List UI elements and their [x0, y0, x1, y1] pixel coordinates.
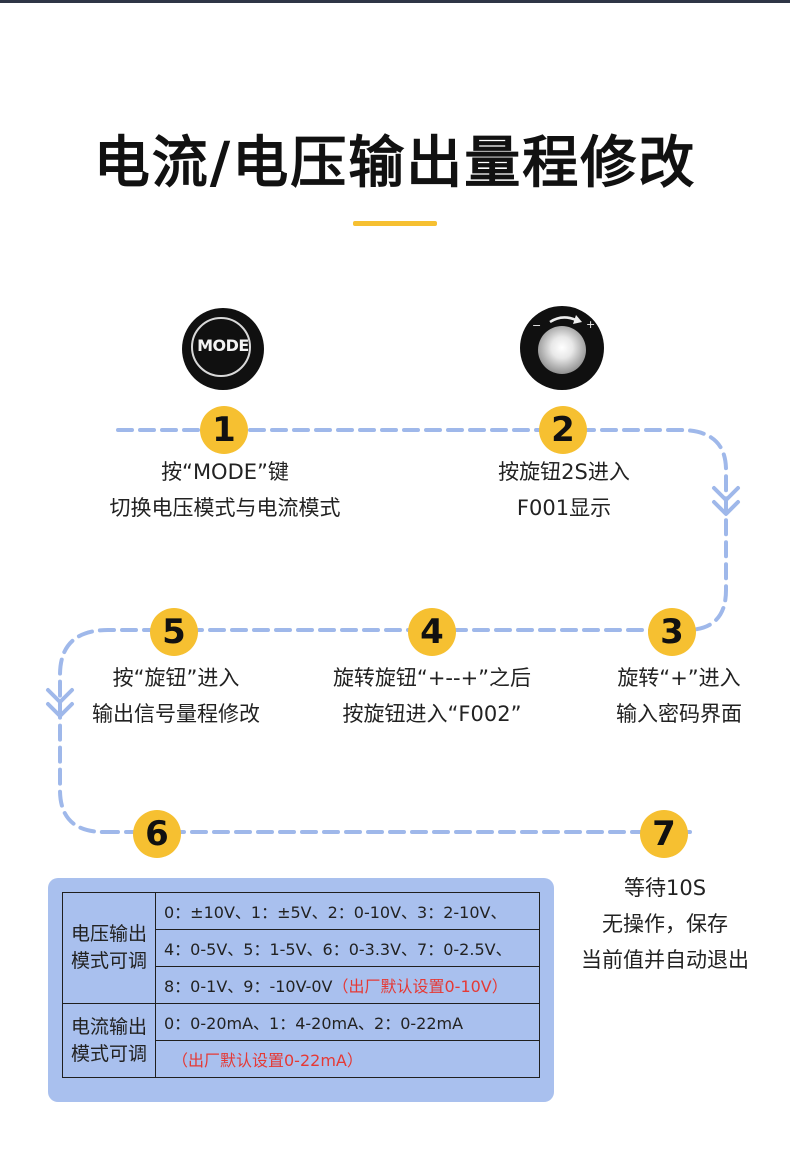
mode-ring — [191, 317, 251, 377]
step-1-text: 按“MODE”键 切换电压模式与电流模式 — [75, 454, 375, 526]
current-mode-label: 电流输出 模式可调 — [62, 1003, 156, 1078]
step-7-line-1: 等待10S — [623, 876, 707, 900]
step-2-line-1: 按旋钮2S进入 — [498, 460, 630, 484]
step-3-line-1: 旋转“+”进入 — [617, 666, 741, 690]
step-2-line-2: F001显示 — [516, 496, 612, 520]
mode-table: 电压输出 模式可调 0：±10V、1：±5V、2：0-10V、3：2-10V、 … — [62, 892, 540, 1078]
knob-plus-label: + — [586, 318, 596, 331]
rotate-arrow-icon — [549, 315, 582, 324]
step-5-line-1: 按“旋钮”进入 — [112, 666, 240, 690]
step-3-text: 旋转“+”进入 输入密码界面 — [588, 660, 770, 732]
step-badge-5: 5 — [150, 608, 198, 656]
table-row: 4：0-5V、5：1-5V、6：0-3.3V、7：0-2.5V、 — [63, 929, 540, 967]
chevron-down-icon — [712, 500, 740, 516]
table-row: （出厂默认设置0-22mA） — [63, 1040, 540, 1078]
voltage-options-row-2: 4：0-5V、5：1-5V、6：0-3.3V、7：0-2.5V、 — [155, 929, 540, 967]
mode-button-icon: MODE — [182, 308, 264, 390]
step-4-line-1: 旋转旋钮“+--+”之后 — [332, 666, 532, 690]
table-row: 电压输出 模式可调 0：±10V、1：±5V、2：0-10V、3：2-10V、 — [62, 892, 540, 1004]
mode-label: MODE — [197, 336, 249, 355]
current-label-line-2: 模式可调 — [70, 1042, 147, 1065]
current-default-note: （出厂默认设置0-22mA） — [155, 1040, 540, 1078]
step-5-text: 按“旋钮”进入 输出信号量程修改 — [70, 660, 282, 732]
step-4-line-2: 按旋钮进入“F002” — [342, 702, 522, 726]
step-badge-6: 6 — [133, 810, 181, 858]
step-4-text: 旋转旋钮“+--+”之后 按旋钮进入“F002” — [300, 660, 564, 732]
current-options-row-1: 0：0-20mA、1：4-20mA、2：0-22mA — [155, 1003, 540, 1041]
voltage-label-line-2: 模式可调 — [70, 950, 147, 972]
title-underline — [353, 221, 437, 226]
current-label-line-1: 电流输出 — [70, 1015, 147, 1038]
chevron-down-icon — [46, 702, 74, 718]
flow-line-3-5 — [58, 628, 688, 834]
step-7-line-3: 当前值并自动退出 — [581, 948, 749, 972]
voltage-label-line-1: 电压输出 — [70, 923, 147, 945]
step-3-line-2: 输入密码界面 — [616, 702, 742, 726]
step-1-line-1: 按“MODE”键 — [161, 460, 289, 484]
page-title: 电流/电压输出量程修改 — [93, 131, 697, 196]
chevron-down-icon — [46, 688, 74, 704]
step-badge-2: 2 — [539, 406, 587, 454]
step-7-line-2: 无操作，保存 — [602, 912, 728, 936]
step-2-text: 按旋钮2S进入 F001显示 — [454, 454, 674, 526]
voltage-options-row-1: 0：±10V、1：±5V、2：0-10V、3：2-10V、 — [155, 892, 540, 930]
step-5-line-2: 输出信号量程修改 — [92, 702, 260, 726]
chevron-down-icon — [712, 486, 740, 502]
voltage-options-row-3: 8：0-1V、9：-10V-0V（出厂默认设置0-10V） — [155, 966, 540, 1004]
knob-cap — [538, 326, 586, 374]
knob-minus-label: − — [532, 319, 542, 332]
voltage-mode-label: 电压输出 模式可调 — [62, 892, 156, 1004]
step-7-text: 等待10S 无操作，保存 当前值并自动退出 — [562, 870, 768, 978]
voltage-options-text: 8：0-1V、9：-10V-0V — [164, 977, 333, 996]
step-badge-7: 7 — [640, 810, 688, 858]
table-row: 电流输出 模式可调 0：0-20mA、1：4-20mA、2：0-22mA — [62, 1003, 540, 1078]
top-bar — [0, 0, 790, 3]
step-badge-3: 3 — [648, 608, 696, 656]
voltage-default-note: （出厂默认设置0-10V） — [332, 977, 508, 996]
step-badge-1: 1 — [200, 406, 248, 454]
flow-line-1-2 — [116, 428, 728, 632]
step-1-line-2: 切换电压模式与电流模式 — [109, 496, 341, 520]
step-badge-4: 4 — [408, 608, 456, 656]
knob-icon: − + — [520, 306, 604, 390]
